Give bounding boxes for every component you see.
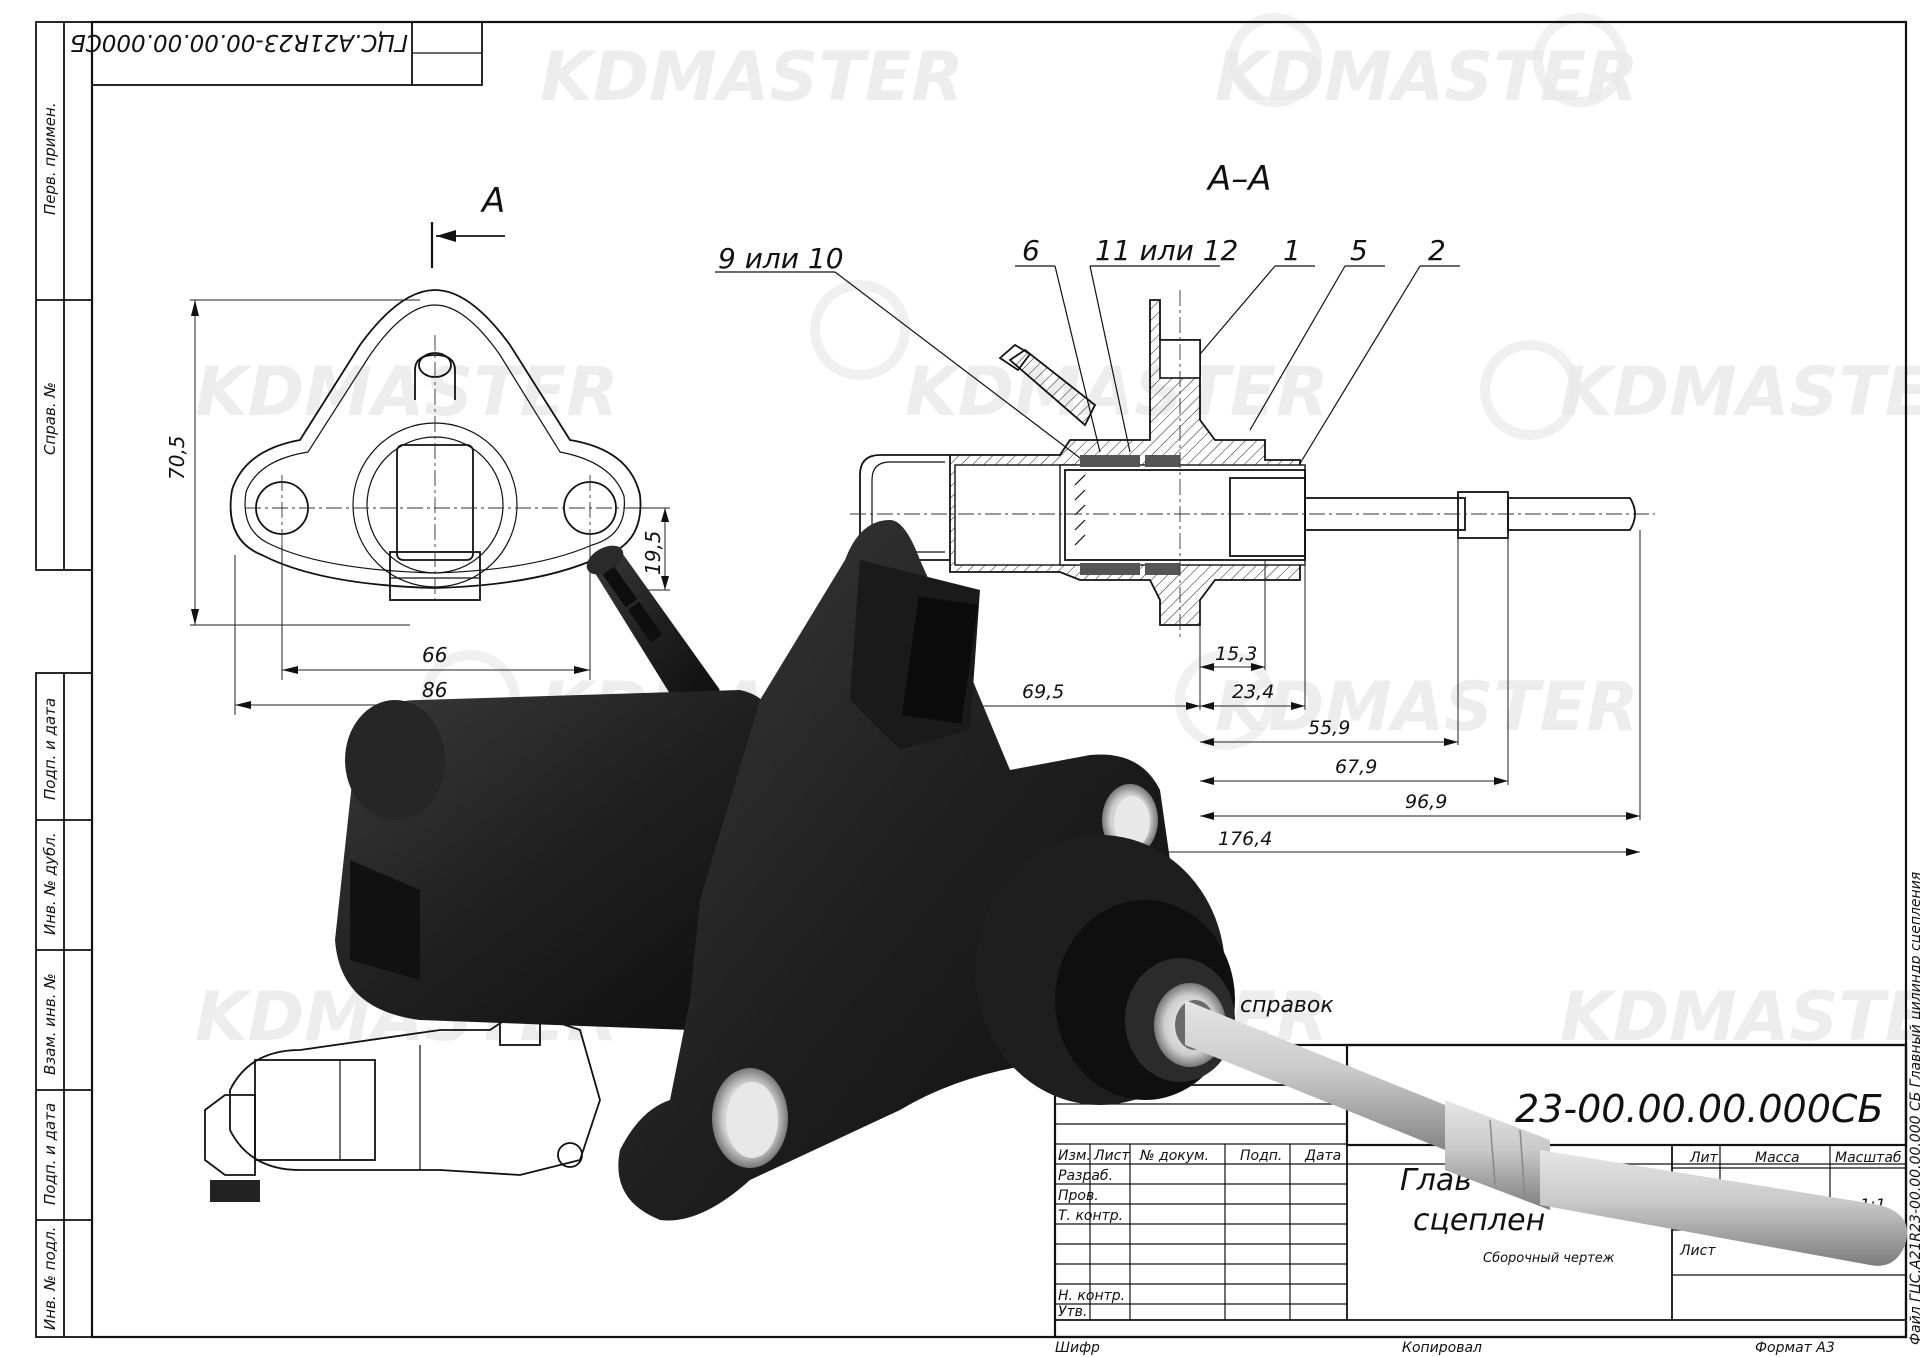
right-header: Лит: [1689, 1150, 1719, 1166]
dim-height: 70,5: [165, 435, 189, 480]
format-label: Формат А3: [1755, 1340, 1835, 1356]
section-view: А–А 9 или 10 6 11 или 12 1 5 2: [715, 159, 1655, 860]
top-designation: ГЦС.А21R23-00.00.00.000СБ: [70, 29, 408, 55]
dim-label: 69,5: [1022, 681, 1064, 703]
cipher-label: Шифр: [1055, 1340, 1100, 1356]
dim-offset: 19,5: [641, 530, 665, 575]
top-designation-box: ГЦС.А21R23-00.00.00.000СБ: [70, 21, 483, 86]
watermark-text: KDMASTER: [1560, 353, 1920, 432]
strip-label: Справ. №: [41, 382, 59, 455]
dim-label: 96,9: [1405, 791, 1447, 813]
dim-width: 86: [422, 678, 447, 702]
stamp-col-header: Изм.: [1058, 1148, 1091, 1164]
callout-label: 1: [1283, 234, 1301, 267]
callout-label: 6: [1022, 234, 1040, 267]
watermark-text: KDMASTER: [1560, 978, 1920, 1057]
strip-label: Инв. № дубл.: [41, 832, 59, 935]
part-render: [335, 520, 1908, 1266]
strip-label: Подп. и дата: [41, 698, 59, 800]
stamp-col-header: Лист: [1093, 1148, 1130, 1164]
dim-label: 55,9: [1308, 717, 1350, 739]
title-name: сцеплен: [1413, 1203, 1545, 1238]
technical-note-partial: справок: [1240, 993, 1334, 1018]
callout-label: 9 или 10: [718, 242, 844, 275]
sheet-label: Лист: [1679, 1243, 1716, 1259]
stamp-row-label: Н. контр.: [1058, 1288, 1125, 1304]
strip-label: Перв. примен.: [41, 102, 59, 215]
stamp-row-label: Разраб.: [1058, 1168, 1113, 1184]
dim-label: 15,3: [1215, 643, 1257, 665]
callout-label: 2: [1428, 234, 1446, 267]
file-label: Файл ГЦС.А21R23-00.00.00.000 СБ Главный …: [1908, 872, 1920, 1345]
section-mark-letter: A: [480, 181, 505, 221]
right-header: Масштаб: [1835, 1150, 1902, 1166]
callout-label: 11 или 12: [1095, 234, 1238, 267]
callout-label: 5: [1350, 234, 1368, 267]
stamp-col-header: Подп.: [1240, 1148, 1282, 1164]
front-view: A 70,5 19,5: [165, 181, 670, 715]
strip-label: Подп. и дата: [41, 1103, 59, 1205]
watermark-text: KDMASTER: [540, 38, 964, 117]
stamp-row-label: Утв.: [1058, 1304, 1087, 1320]
copied-label: Копировал: [1402, 1340, 1482, 1356]
dim-label: 23,4: [1232, 681, 1274, 703]
stamp-row-label: Т. контр.: [1058, 1208, 1123, 1224]
watermark-text: KDMASTER: [1215, 668, 1639, 747]
strip-label: Инв. № подл.: [41, 1227, 59, 1330]
section-title: А–А: [1206, 159, 1272, 199]
title-designation: 23-00.00.00.000СБ: [1515, 1087, 1884, 1131]
right-header: Масса: [1755, 1150, 1800, 1166]
secondary-part-drawing: [204, 984, 601, 1202]
dim-label: 176,4: [1218, 828, 1272, 850]
side-strip: Перв. примен. Справ. № Подп. и дата Инв.…: [35, 21, 93, 1338]
watermark-text: KDMASTER: [195, 353, 619, 432]
dim-label: 67,9: [1335, 756, 1377, 778]
stamp-col-header: Дата: [1304, 1148, 1341, 1164]
strip-label: Взам. инв. №: [41, 973, 59, 1075]
dim-holes: 66: [422, 643, 447, 667]
stamp-row-label: Пров.: [1058, 1188, 1099, 1204]
stamp-col-header: № докум.: [1139, 1148, 1209, 1164]
doc-type: Сборочный чертеж: [1483, 1251, 1615, 1266]
watermark-text: KDMASTER: [1215, 38, 1639, 117]
